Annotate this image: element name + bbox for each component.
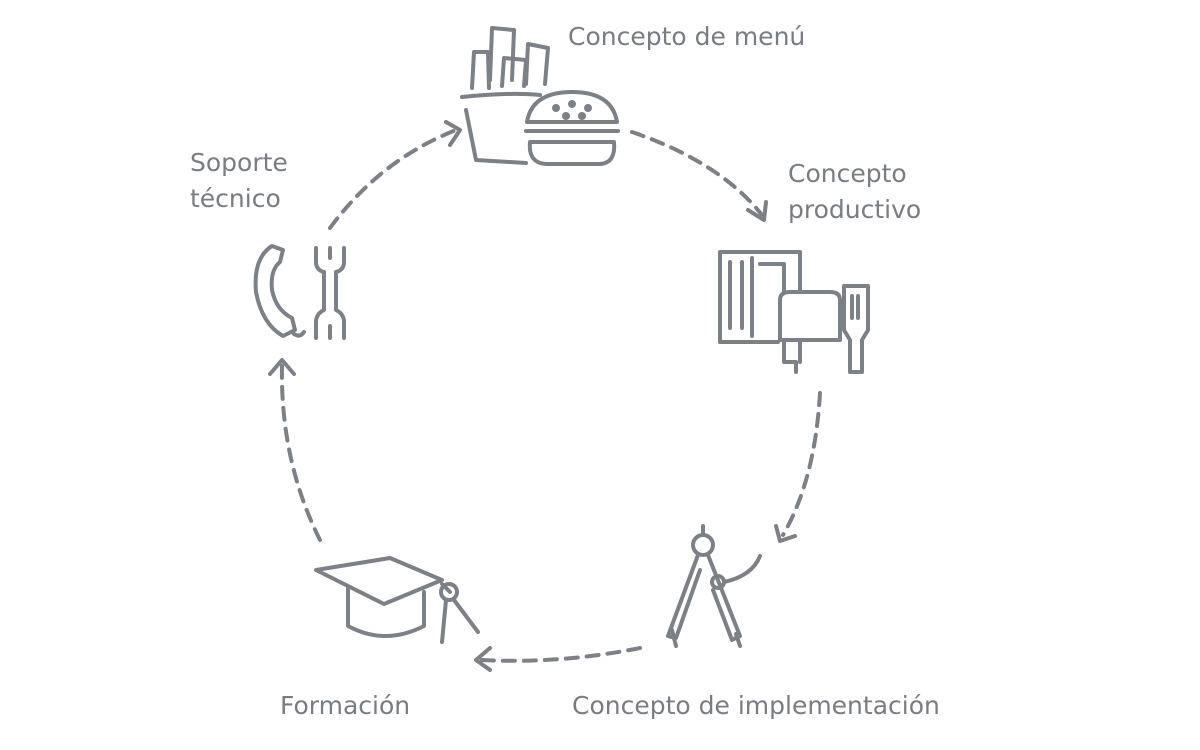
label-concepto-de-menu: Concepto de menú	[568, 19, 805, 55]
arrowhead-productivo	[746, 200, 768, 222]
graduation-cap-icon	[314, 556, 480, 644]
label-line: Formación	[280, 691, 411, 720]
arrowhead-implementacion	[774, 524, 797, 543]
arrow-productivo-to-implementacion	[781, 391, 822, 537]
arrow-formacion-to-soporte	[279, 363, 322, 542]
label-line: productivo	[788, 195, 922, 224]
arrowhead-menu	[444, 120, 462, 147]
label-concepto-productivo: Concepto productivo	[788, 156, 921, 228]
arrow-heads	[268, 120, 797, 672]
connectors	[279, 128, 822, 663]
label-concepto-de-implementacion: Concepto de implementación	[572, 688, 940, 724]
arrow-soporte-to-menu	[328, 128, 458, 230]
label-line: Soporte	[190, 148, 288, 177]
arrow-implementacion-to-formacion	[480, 646, 642, 663]
drafting-compass-icon	[666, 524, 762, 648]
label-line: técnico	[190, 184, 281, 213]
kitchen-equipment-icon	[718, 250, 870, 374]
label-line: Concepto	[788, 159, 907, 188]
label-line: Concepto de menú	[568, 22, 806, 51]
label-formacion: Formación	[280, 688, 410, 724]
fries-burger-icon	[460, 26, 620, 166]
arrowhead-soporte	[268, 358, 296, 376]
label-soporte-tecnico: Soporte técnico	[190, 145, 288, 217]
phone-wrench-icon	[253, 244, 346, 340]
label-line: Concepto de implementación	[572, 691, 940, 720]
arrow-menu-to-productivo	[630, 130, 764, 217]
arrowhead-formacion	[474, 646, 492, 672]
